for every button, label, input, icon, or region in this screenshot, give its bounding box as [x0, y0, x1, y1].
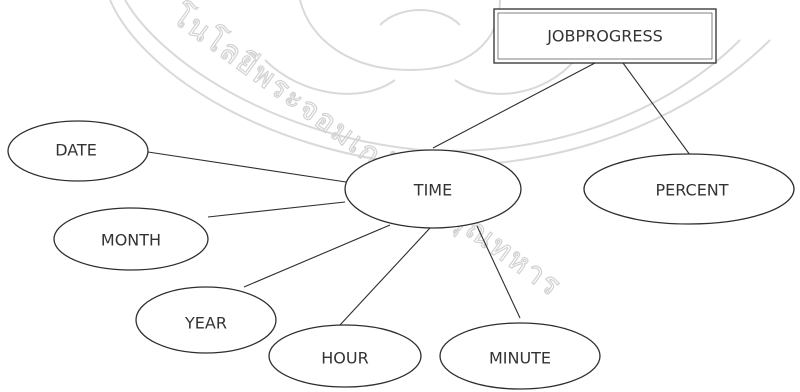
edges — [147, 62, 691, 326]
attribute-percent: PERCENT — [583, 153, 795, 225]
attribute-label: DATE — [55, 141, 97, 160]
edge-date-time — [147, 151, 347, 183]
entity-jobprogress: JOBPROGRESS — [493, 8, 717, 64]
attribute-label: PERCENT — [655, 181, 728, 200]
attribute-year: YEAR — [135, 286, 277, 354]
attribute-date: DATE — [7, 120, 149, 182]
edge-jobprogress-percent — [622, 62, 691, 156]
attribute-hour: HOUR — [268, 324, 422, 388]
attribute-minute: MINUTE — [439, 322, 601, 390]
edge-hour-time — [339, 227, 431, 326]
edge-jobprogress-time — [432, 62, 596, 149]
edge-minute-time — [476, 225, 521, 319]
edge-year-time — [243, 224, 391, 288]
edge-month-time — [207, 201, 346, 218]
attribute-label: MONTH — [101, 231, 161, 250]
attribute-label: TIME — [413, 181, 452, 200]
attribute-time: TIME — [344, 149, 522, 229]
entity-box — [493, 8, 717, 64]
attribute-label: HOUR — [321, 349, 368, 368]
entity-label: JOBPROGRESS — [546, 27, 663, 46]
attribute-label: MINUTE — [489, 349, 551, 368]
attribute-label: YEAR — [184, 314, 227, 333]
attribute-month: MONTH — [53, 207, 209, 271]
